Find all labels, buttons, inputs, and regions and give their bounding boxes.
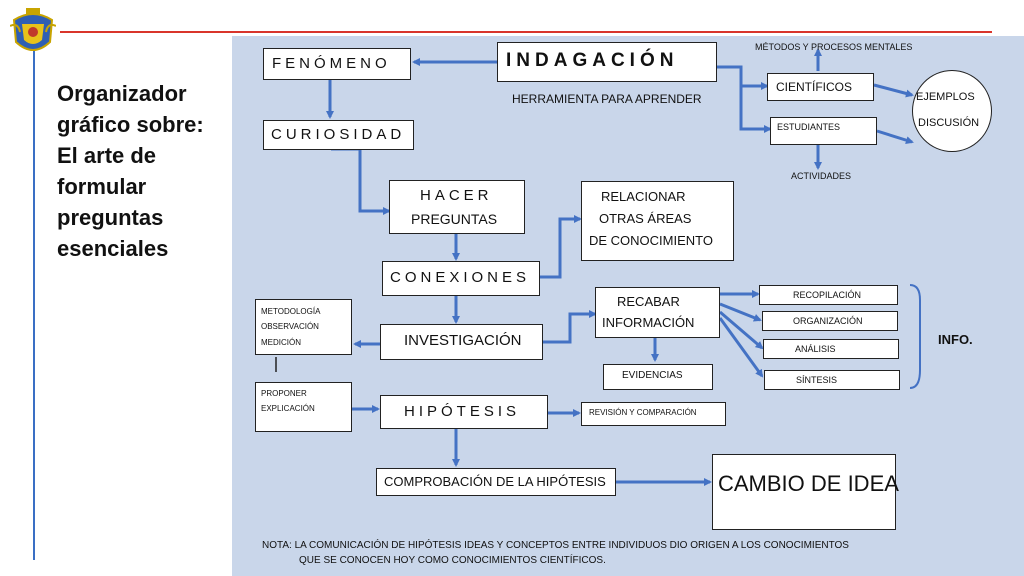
label-cambio-de-idea: CAMBIO DE IDEA: [718, 471, 899, 496]
label-sintesis: SÍNTESIS: [796, 375, 838, 385]
node-comprobacion: [376, 468, 616, 496]
header-red-rule: [60, 31, 992, 33]
node-proponer: [255, 382, 352, 432]
label-hipotesis: HIPÓTESIS: [404, 403, 521, 420]
label-estudiantes: ESTUDIANTES: [777, 122, 841, 132]
label-metodos: MÉTODOS Y PROCESOS MENTALES: [755, 42, 913, 52]
label-relacionar-3: DE CONOCIMIENTO: [589, 233, 713, 248]
node-evidencias: [603, 364, 713, 390]
page-title: Organizador gráfico sobre: El arte de fo…: [57, 81, 204, 261]
label-actividades: ACTIVIDADES: [791, 171, 852, 181]
sidebar-blue-rule: [33, 50, 35, 560]
node-cambio-de-idea: [712, 454, 896, 530]
node-recabar: [595, 287, 720, 338]
node-hipotesis: [380, 395, 548, 429]
node-indagacion: [497, 42, 717, 82]
label-explicacion: EXPLICACIÓN: [261, 404, 315, 413]
node-sintesis: [764, 370, 900, 390]
note-line-2: QUE SE CONOCEN HOY COMO CONOCIMIENTOS CI…: [299, 555, 606, 566]
label-indagacion: INDAGACIÓN: [506, 50, 679, 71]
node-analisis: [763, 339, 899, 359]
label-medicion: MEDICIÓN: [261, 338, 301, 347]
node-recopilacion: [759, 285, 898, 305]
label-investigacion: INVESTIGACIÓN: [404, 332, 522, 349]
label-info: INFO.: [938, 332, 973, 347]
label-ejemplos: EJEMPLOS: [916, 91, 975, 103]
label-metodologia: METODOLOGÍA: [261, 307, 321, 316]
label-evidencias: EVIDENCIAS: [622, 370, 683, 381]
node-cientificos: [767, 73, 874, 101]
node-curiosidad: [263, 120, 414, 150]
node-conexiones: [382, 261, 540, 296]
node-fenomeno: [263, 48, 411, 80]
label-curiosidad: CURIOSIDAD: [271, 126, 406, 143]
label-revision: REVISIÓN Y COMPARACIÓN: [589, 408, 697, 417]
label-fenomeno: FENÓMENO: [272, 55, 391, 72]
label-organizacion: ORGANIZACIÓN: [793, 316, 863, 326]
label-conexiones: CONEXIONES: [390, 269, 531, 286]
node-revision: [581, 402, 726, 426]
label-discusion: DISCUSIÓN: [918, 117, 980, 129]
label-relacionar-2: OTRAS ÁREAS: [599, 211, 692, 226]
node-hacer-preguntas: [389, 180, 525, 234]
node-relacionar: [581, 181, 734, 261]
node-metodologia: [255, 299, 352, 355]
label-recabar: RECABAR: [617, 294, 680, 309]
label-herramienta: HERRAMIENTA PARA APRENDER: [512, 92, 702, 106]
node-estudiantes: [770, 117, 877, 145]
label-observacion: OBSERVACIÓN: [261, 322, 319, 331]
label-comprobacion: COMPROBACIÓN DE LA HIPÓTESIS: [384, 474, 606, 489]
label-proponer: PROPONER: [261, 389, 307, 398]
node-organizacion: [762, 311, 898, 331]
node-ejemplos-discusion: [912, 70, 992, 152]
label-cientificos: CIENTÍFICOS: [776, 80, 853, 94]
node-investigacion: [380, 324, 543, 360]
note-line-1: NOTA: LA COMUNICACIÓN DE HIPÓTESIS IDEAS…: [262, 540, 849, 551]
label-informacion: INFORMACIÓN: [602, 315, 695, 330]
label-relacionar-1: RELACIONAR: [601, 189, 686, 204]
label-analisis: ANÁLISIS: [795, 344, 836, 354]
institution-crest-icon: [10, 8, 56, 51]
label-hacer: HACER: [420, 187, 493, 204]
label-preguntas: PREGUNTAS: [411, 211, 498, 227]
label-recopilacion: RECOPILACIÓN: [793, 290, 862, 300]
